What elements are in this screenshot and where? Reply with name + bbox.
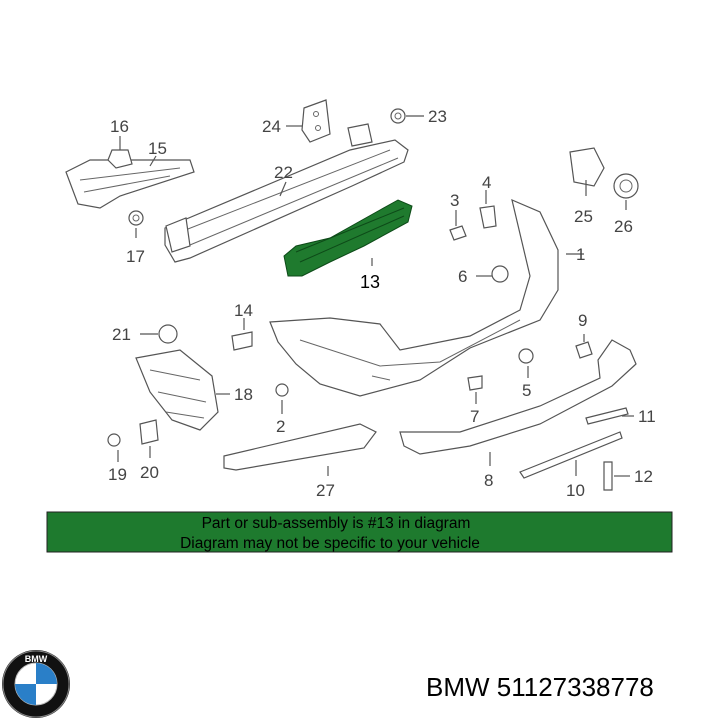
part-23-nut [390,108,406,124]
callout-15: 15 [148,139,167,158]
callout-18: 18 [234,385,253,404]
part-11-trim-strip [585,407,629,425]
logo-lettering: BMW [25,654,48,664]
part-14-clip [231,331,253,351]
part-9-clip [575,341,593,359]
part-12-stud [603,461,613,491]
part-19-nut [107,433,121,447]
part-7-clip [467,375,483,391]
callout-21: 21 [112,325,131,344]
part-3-clip [449,225,467,241]
part-6-grommet [491,265,509,283]
part-16-clip [107,149,133,169]
part-4-clip [479,205,497,229]
callout-24: 24 [262,117,281,136]
part-13-energy-absorber [283,199,413,277]
callout-1: 1 [576,245,585,264]
callout-6: 6 [458,267,467,286]
callout-16: 16 [110,117,129,136]
part-10-trim-strip [519,431,623,479]
callout-19: 19 [108,465,127,484]
callout-12: 12 [634,467,653,486]
callout-14: 14 [234,301,253,320]
callout-5: 5 [522,381,531,400]
callout-27: 27 [316,481,335,500]
part-21-grommet [158,324,178,344]
part-8-diffuser [399,339,637,455]
callout-10: 10 [566,481,585,500]
part-20-bracket [139,419,159,445]
part-17-nut [128,210,144,226]
part-2-clip [275,383,289,397]
part-22-carrier-beam [164,123,409,263]
callout-labels: 1 2 3 4 5 6 7 8 9 10 11 12 13 14 15 16 1… [108,107,656,500]
callout-11: 11 [638,407,656,426]
banner-line-1: Part or sub-assembly is #13 in diagram [202,515,471,532]
callout-13: 13 [360,272,380,292]
callout-8: 8 [484,471,493,490]
part-25-sensor-holder [569,147,605,187]
part-26-sensor-ring [613,173,639,199]
callout-9: 9 [578,311,587,330]
leader-lines [117,115,634,477]
callout-3: 3 [450,191,459,210]
callout-25: 25 [574,207,593,226]
bmw-logo: BMW [2,650,70,718]
banner-line-2: Diagram may not be specific to your vehi… [180,535,480,552]
callout-23: 23 [428,107,447,126]
callout-4: 4 [482,173,491,192]
part-15-side-bracket [65,159,195,209]
part-number-label: BMW 51127338778 [426,672,654,702]
callout-17: 17 [126,247,145,266]
part-24-bracket [301,99,331,143]
callout-20: 20 [140,463,159,482]
callout-26: 26 [614,217,633,236]
callout-22: 22 [274,163,293,182]
part-27-reflector-strip [223,423,377,471]
part-1-bumper-trim [269,198,559,397]
note-banner: Part or sub-assembly is #13 in diagram D… [46,511,673,553]
part-18-guide [135,349,219,431]
callout-7: 7 [470,407,479,426]
part-5-nut [518,348,534,364]
callout-2: 2 [276,417,285,436]
